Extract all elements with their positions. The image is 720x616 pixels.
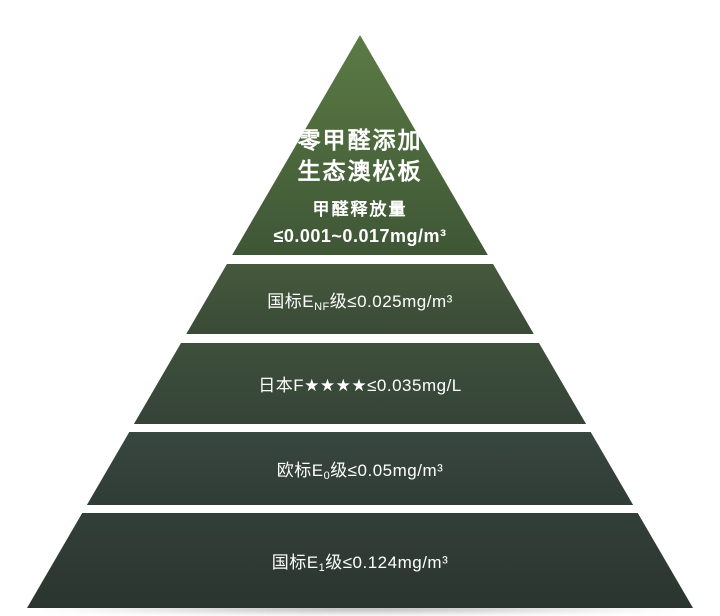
tier-label: 国标E1级≤0.124mg/m³ xyxy=(271,548,449,574)
apex-title-line2: 生态澳松板 xyxy=(297,158,423,184)
tier-label-suffix: 级≤0.05mg/m³ xyxy=(330,461,444,480)
tier-europe-e0: 欧标E0级≤0.05mg/m³ xyxy=(27,432,693,505)
tier-national-enf: 国标ENF级≤0.025mg/m³ xyxy=(27,264,693,334)
tier-label-suffix: 级≤0.124mg/m³ xyxy=(325,553,449,572)
tier-divider xyxy=(27,255,693,264)
tier-divider xyxy=(27,505,693,513)
tier-national-e1: 国标E1级≤0.124mg/m³ xyxy=(27,513,693,608)
tier-divider xyxy=(27,334,693,343)
tier-label-prefix: 日本F★★★★≤0.035mg/L xyxy=(258,376,462,395)
formaldehyde-standards-pyramid: 零甲醛添加 生态澳松板 甲醛释放量 ≤0.001~0.017mg/m³ 国标EN… xyxy=(27,35,693,608)
tier-label: 日本F★★★★≤0.035mg/L xyxy=(258,371,462,396)
tier-label-prefix: 国标E xyxy=(271,553,319,572)
tier-label: 欧标E0级≤0.05mg/m³ xyxy=(276,456,444,482)
tier-label-prefix: 欧标E xyxy=(276,461,324,480)
tier-label-subscript: NF xyxy=(314,300,330,313)
tier-label-subscript: 0 xyxy=(323,470,331,482)
tier-japan-f4star: 日本F★★★★≤0.035mg/L xyxy=(27,343,693,424)
tier-divider xyxy=(27,424,693,432)
pyramid-base-shadow xyxy=(45,604,675,614)
tier-label-suffix: 级≤0.025mg/m³ xyxy=(329,291,453,311)
tier-label: 国标ENF级≤0.025mg/m³ xyxy=(267,287,453,313)
tier-zero-formaldehyde-board: 零甲醛添加 生态澳松板 甲醛释放量 ≤0.001~0.017mg/m³ xyxy=(27,35,693,255)
apex-emission-value: ≤0.001~0.017mg/m³ xyxy=(273,226,447,246)
apex-title-line1: 零甲醛添加 xyxy=(297,127,423,153)
tier-label-subscript: 1 xyxy=(318,562,326,574)
apex-subtitle: 甲醛释放量 xyxy=(312,200,408,219)
tier-label-prefix: 国标E xyxy=(267,291,315,311)
